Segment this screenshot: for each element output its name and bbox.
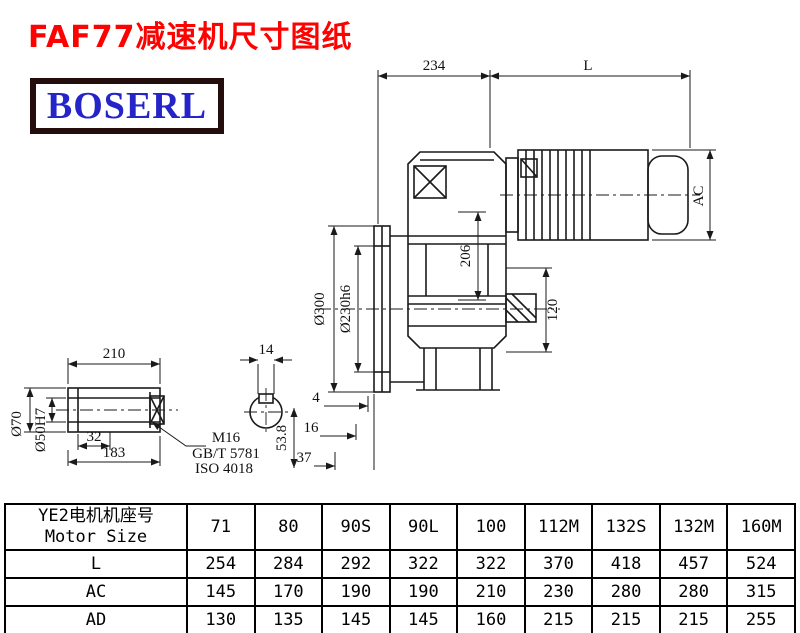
- table-cell: 284: [253, 549, 324, 579]
- output-flange: [318, 225, 560, 393]
- table-cell: 524: [726, 549, 796, 579]
- technical-drawing: 234 L AC 206 Ø300 Ø230h6 120 210 14 Ø70 …: [9, 58, 716, 477]
- dim-AC: AC: [691, 186, 707, 207]
- dim-300: Ø300: [312, 292, 328, 325]
- table-cell: 457: [658, 549, 729, 579]
- table-cell: 210: [456, 577, 526, 607]
- table-cell: 145: [186, 577, 256, 607]
- label-iso-standard: ISO 4018: [195, 461, 253, 477]
- dim-206: 206: [458, 244, 474, 267]
- dim-234: 234: [423, 58, 446, 74]
- col-header: 132M: [658, 503, 729, 551]
- dim-183: 183: [103, 445, 126, 461]
- table-cell: 322: [388, 549, 459, 579]
- col-header: 71: [186, 503, 256, 551]
- table-cell: 322: [456, 549, 526, 579]
- table-cell: 280: [658, 577, 729, 607]
- table-header-row: YE2电机机座号 Motor Size 71 80 90S 90L 100 11…: [4, 503, 796, 551]
- col-header: 90S: [321, 503, 391, 551]
- table-cell: 292: [321, 549, 391, 579]
- dim-16: 16: [304, 420, 320, 436]
- col-header: 112M: [523, 503, 594, 551]
- motor-size-table: YE2电机机座号 Motor Size 71 80 90S 90L 100 11…: [4, 503, 796, 633]
- table-cell: 215: [523, 605, 594, 633]
- label-gb-standard: GB/T 5781: [192, 446, 260, 462]
- dim-32: 32: [87, 429, 102, 445]
- col-header: 90L: [388, 503, 459, 551]
- header-line-cn: YE2电机机座号: [38, 505, 154, 526]
- table-row-AC: AC 145 170 190 190 210 230 280 280 315: [4, 577, 796, 607]
- table-cell: 280: [591, 577, 661, 607]
- dim-14: 14: [259, 342, 275, 358]
- shaft-cross-section: [244, 388, 288, 436]
- table-cell: 190: [388, 577, 459, 607]
- page-title: FAF77减速机尺寸图纸: [28, 20, 353, 55]
- brand-logo: BOSERL: [30, 78, 224, 134]
- dim-120: 120: [545, 299, 561, 322]
- table-cell: 215: [658, 605, 729, 633]
- dim-230h6: Ø230h6: [338, 284, 354, 333]
- table-cell: 230: [523, 577, 594, 607]
- label-m16: M16: [212, 430, 241, 446]
- col-header: 80: [253, 503, 324, 551]
- table-cell: 190: [321, 577, 391, 607]
- table-cell: 418: [591, 549, 661, 579]
- dim-210: 210: [103, 346, 126, 362]
- table-cell: 255: [726, 605, 796, 633]
- dim-L: L: [583, 58, 592, 74]
- dimension-lines: [24, 70, 716, 470]
- row-label: AD: [4, 605, 188, 633]
- row-label: L: [4, 549, 188, 579]
- table-cell: 254: [186, 549, 256, 579]
- dim-4: 4: [312, 390, 320, 406]
- table-row-L: L 254 284 292 322 322 370 418 457 524: [4, 549, 796, 579]
- gearbox-housing: [407, 151, 537, 391]
- header-line-en: Motor Size: [44, 527, 148, 547]
- shaft-detail: [56, 387, 178, 433]
- table-cell: 215: [591, 605, 661, 633]
- col-header: 100: [456, 503, 526, 551]
- dim-37: 37: [297, 450, 313, 466]
- col-header: 160M: [726, 503, 796, 551]
- table-row-AD: AD 130 135 145 145 160 215 215 215 255: [4, 605, 796, 633]
- col-header: 132S: [591, 503, 661, 551]
- dimension-texts: 234 L AC 206 Ø300 Ø230h6 120 210 14 Ø70 …: [9, 58, 707, 477]
- dim-70: Ø70: [9, 411, 25, 437]
- table-header-motor-size: YE2电机机座号 Motor Size: [4, 503, 188, 551]
- brand-logo-text: BOSERL: [46, 85, 208, 127]
- table-cell: 170: [253, 577, 324, 607]
- motor: [500, 149, 700, 241]
- table-cell: 160: [456, 605, 526, 633]
- dim-53-8: 53.8: [274, 425, 290, 451]
- row-label: AC: [4, 577, 188, 607]
- table-cell: 370: [523, 549, 594, 579]
- table-cell: 135: [253, 605, 324, 633]
- table-cell: 145: [321, 605, 391, 633]
- dim-50h7: Ø50H7: [33, 407, 49, 452]
- table-cell: 315: [726, 577, 796, 607]
- table-cell: 130: [186, 605, 256, 633]
- table-cell: 145: [388, 605, 459, 633]
